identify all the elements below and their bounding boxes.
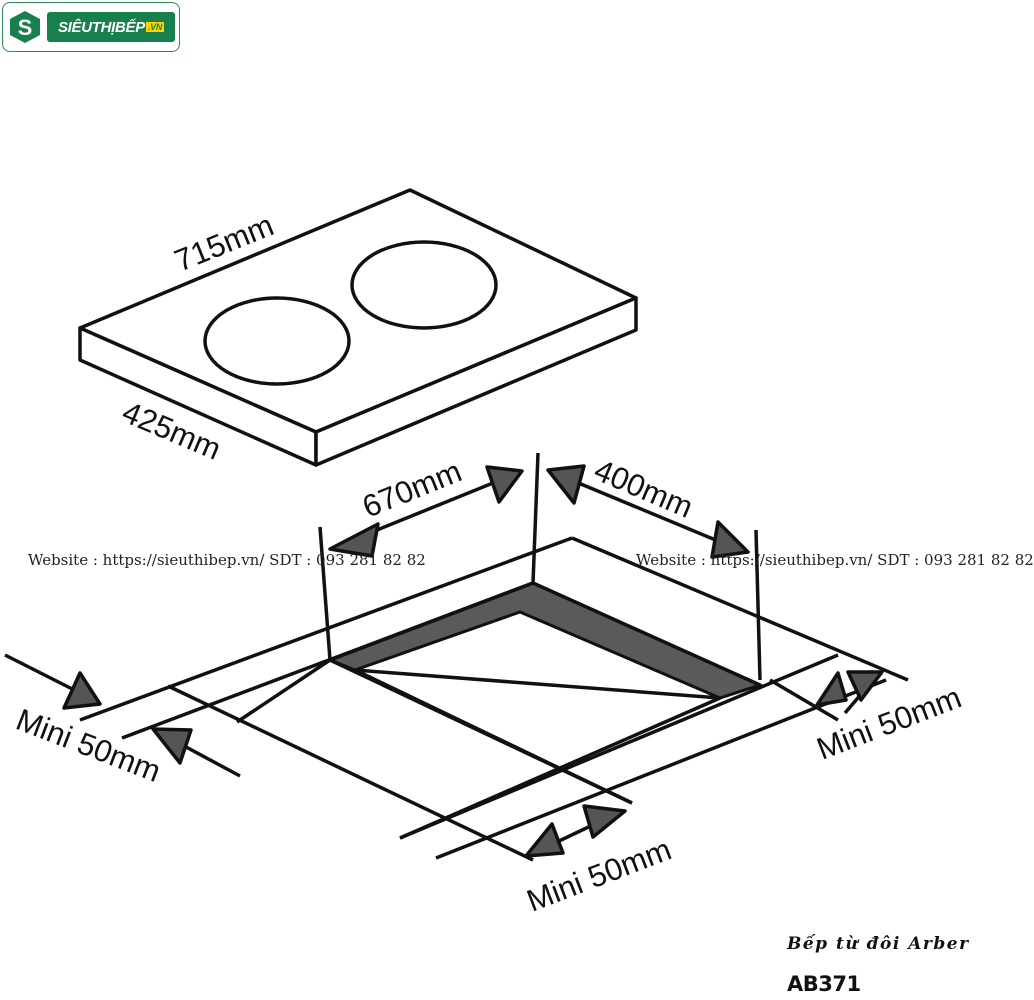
watermark-right: Website : https://sieuthibep.vn/ SDT : 0… (636, 551, 1034, 569)
ext-line-right (754, 529, 762, 681)
counter-line-3 (236, 658, 331, 724)
product-model: AB371 (787, 972, 861, 996)
arrow-670-right (485, 465, 524, 504)
counter-left-edge (167, 684, 534, 862)
logo-brand: SIÊUTHỊBẾP (57, 19, 145, 36)
arrow-670-left (328, 522, 380, 558)
cooking-zone-right (350, 240, 498, 330)
site-logo: S SIÊUTHỊBẾP.VN (2, 2, 180, 52)
counter-front-edge (435, 678, 887, 860)
arrow-min-left-inner (151, 727, 193, 765)
cooking-zone-left (203, 296, 351, 386)
cutout-edge-right (532, 581, 761, 687)
countertop (79, 452, 909, 862)
product-title: Bếp từ đôi Arber (787, 934, 970, 954)
label-min-left: Mini 50mm (11, 702, 165, 789)
label-cutout-670: 670mm (358, 453, 467, 524)
arrow-min-right-b (846, 670, 884, 702)
arrow-min-left-outer (62, 671, 102, 710)
watermark-left: Website : https://sieuthibep.vn/ SDT : 0… (28, 551, 426, 569)
arrow-400-right (710, 520, 750, 559)
svg-text:S: S (18, 15, 33, 40)
counter-right-edge (769, 678, 839, 722)
label-cutout-400: 400mm (589, 452, 698, 525)
logo-s-icon: S (10, 11, 40, 43)
arrow-min-right-a (815, 671, 848, 707)
ext-line-left (318, 526, 332, 661)
cooktop (78, 188, 638, 467)
ext-line-mid (531, 452, 540, 584)
cooktop-side-face (314, 296, 638, 467)
arrow-min-front-a (524, 822, 565, 858)
installation-diagram: 715mm 425mm 670mm 400mm Mini 50mm Mini 5… (4, 188, 966, 919)
cutout-shadow (325, 581, 765, 700)
arrow-min-front-b (582, 804, 627, 839)
logo-text: SIÊUTHỊBẾP.VN (47, 12, 175, 42)
arrow-400-left (546, 464, 586, 505)
dimension-arrows (4, 464, 884, 858)
logo-tld: .VN (145, 22, 165, 32)
